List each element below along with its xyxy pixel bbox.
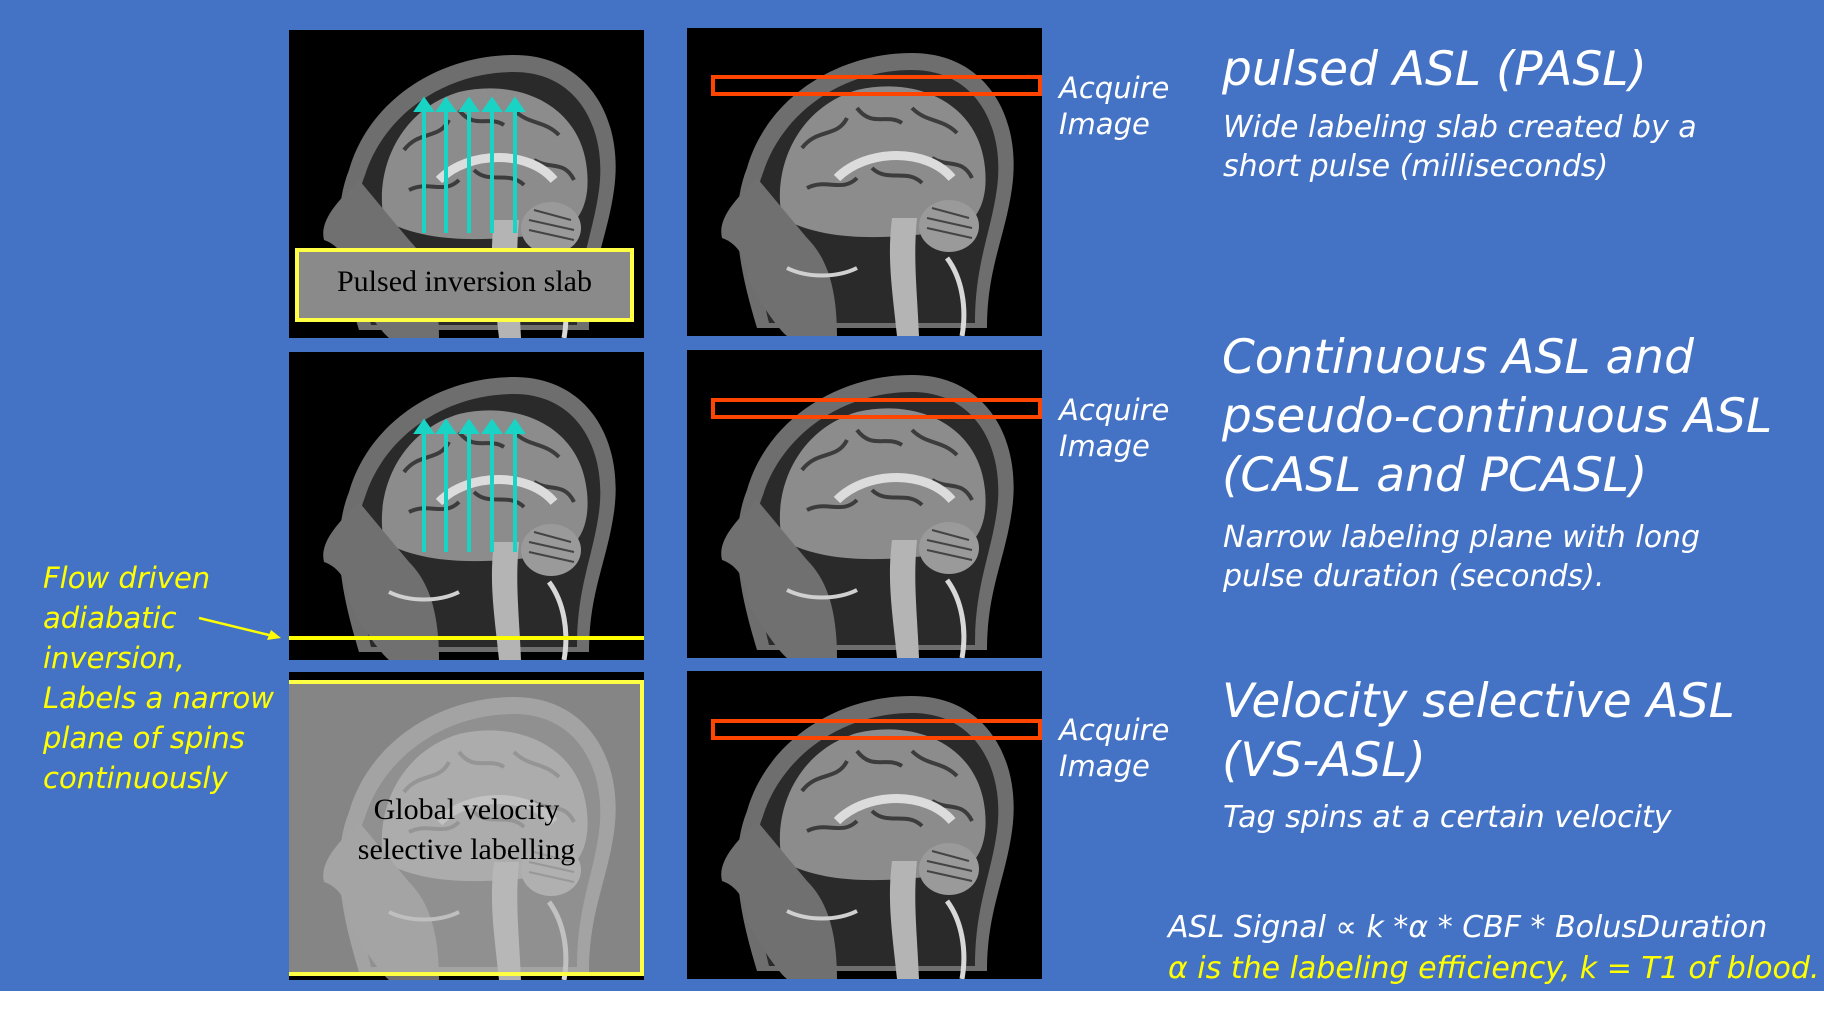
acquire-label-1: Acquire Image — [1059, 70, 1169, 142]
labeling-efficiency-note: α is the labeling efficiency, k = T1 of … — [1168, 951, 1820, 986]
acquire-label-3: Acquire Image — [1059, 712, 1169, 784]
acquire-label-2: Acquire Image — [1059, 392, 1169, 464]
vsasl-label-image: Global velocity selective labelling — [289, 672, 644, 980]
pasl-label-image: Pulsed inversion slab — [289, 30, 644, 338]
vsasl-title: Velocity selective ASL (VS-ASL) — [1222, 672, 1735, 790]
slide: Pulsed inversion slab Global velocity se… — [0, 0, 1824, 991]
acquire-image-2 — [687, 350, 1042, 658]
note-line-4: Labels a narrow — [43, 681, 275, 715]
note-line-6: continuously — [43, 761, 228, 795]
acquire-image-1 — [687, 28, 1042, 336]
acquire-label-3-line1: Acquire — [1059, 713, 1170, 747]
casl-title-line2: pseudo-continuous ASL — [1222, 389, 1773, 444]
flow-driven-note: Flow driven adiabatic inversion, Labels … — [43, 558, 274, 798]
note-line-1: Flow driven — [43, 561, 211, 595]
casl-label-image — [289, 352, 644, 660]
note-line-2: adiabatic — [43, 601, 177, 635]
acquire-label-1-line1: Acquire — [1059, 71, 1170, 105]
note-pointer-arrow — [198, 616, 281, 640]
casl-title-line1: Continuous ASL and — [1222, 330, 1694, 385]
pasl-description: Wide labeling slab created by a short pu… — [1223, 108, 1697, 186]
vsasl-description: Tag spins at a certain velocity — [1223, 800, 1672, 835]
vsasl-box-label: Global velocity selective labelling — [289, 790, 644, 870]
vsasl-title-line1: Velocity selective ASL — [1222, 674, 1735, 729]
pasl-title: pulsed ASL (PASL) — [1222, 42, 1647, 97]
acquire-image-3 — [687, 671, 1042, 979]
acquire-label-2-line2: Image — [1059, 429, 1150, 463]
casl-title-line3: (CASL and PCASL) — [1222, 448, 1648, 503]
note-line-3: inversion, — [43, 641, 185, 675]
asl-signal-formula: ASL Signal ∝ k *α * CBF * BolusDuration — [1168, 910, 1768, 945]
pasl-slab-label: Pulsed inversion slab — [337, 265, 592, 298]
casl-desc-line1: Narrow labeling plane with long — [1223, 520, 1701, 555]
acquire-label-1-line2: Image — [1059, 107, 1150, 141]
acquire-label-3-line2: Image — [1059, 749, 1150, 783]
casl-title: Continuous ASL and pseudo-continuous ASL… — [1222, 328, 1772, 505]
vsasl-box-label-line1: Global velocity — [373, 793, 560, 826]
casl-description: Narrow labeling plane with long pulse du… — [1223, 518, 1700, 596]
casl-desc-line2: pulse duration (seconds). — [1223, 559, 1605, 594]
pasl-desc-line1: Wide labeling slab created by a — [1223, 110, 1697, 145]
acquire-label-2-line1: Acquire — [1059, 393, 1170, 427]
vsasl-box-label-line2: selective labelling — [357, 833, 576, 866]
pasl-desc-line2: short pulse (milliseconds) — [1223, 149, 1609, 184]
note-line-5: plane of spins — [43, 721, 245, 755]
vsasl-title-line2: (VS-ASL) — [1222, 733, 1426, 788]
